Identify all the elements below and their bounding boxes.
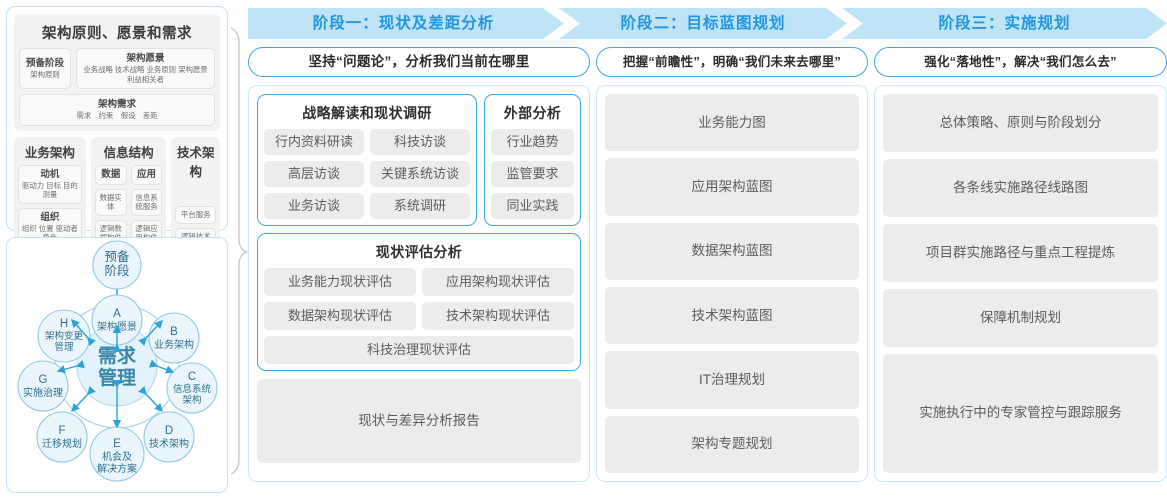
phase-1-body: 战略解读和现状调研 行内资料研读 科技访谈 高层访谈 关键系统访谈 业务访谈 系…: [248, 85, 590, 482]
external-analysis-grid: 行业趋势 监管要求 同业实践: [491, 129, 574, 219]
svg-text:B: B: [170, 326, 178, 338]
svg-text:技术架构: 技术架构: [149, 437, 189, 450]
svg-text:迁移规划: 迁移规划: [42, 437, 82, 450]
architecture-requirements-sub: 需求 约束 假设 差距: [76, 111, 158, 120]
strategy-item[interactable]: 行内资料研读: [264, 129, 364, 155]
svg-text:C: C: [188, 371, 196, 383]
strategy-item[interactable]: 关键系统访谈: [370, 161, 470, 187]
togaf-top-row: 预备阶段 架构原则 架构愿景 业务战略 技术战略 业务原则 架构愿景 利益相关者: [19, 48, 215, 90]
phase-1-subtitle: 坚持“问题论”，分析我们当前在哪里: [248, 47, 590, 77]
external-item[interactable]: 监管要求: [491, 161, 574, 187]
svg-text:D: D: [165, 425, 173, 437]
svg-text:F: F: [58, 425, 65, 437]
phase-band-label-2: 阶段二：目标蓝图规划: [620, 15, 786, 32]
external-item[interactable]: 行业趋势: [491, 129, 574, 155]
svg-text:信息系统: 信息系统: [173, 383, 212, 395]
phase-1-top-section: 战略解读和现状调研 行内资料研读 科技访谈 高层访谈 关键系统访谈 业务访谈 系…: [257, 94, 581, 226]
cycle-node-b: [148, 312, 200, 364]
svg-text:管理: 管理: [98, 366, 136, 389]
brace-connector-icon: [230, 27, 248, 475]
business-arch-item: 动机 驱动力 目标 目的 测量: [18, 164, 82, 204]
assessment-grid: 业务能力现状评估 应用架构现状评估 数据架构现状评估 技术架构现状评估 科技治理…: [264, 268, 574, 364]
svg-text:H: H: [60, 318, 68, 330]
phase-3-column: 强化“落地性”，解决“我们怎么去” 总体策略、原则与阶段划分 各条线实施路径线路…: [874, 47, 1167, 482]
togaf-title: 架构原则、愿景和需求: [42, 26, 192, 42]
svg-text:阶段: 阶段: [104, 263, 129, 278]
assessment-item[interactable]: 技术架构现状评估: [422, 302, 574, 330]
svg-text:E: E: [113, 438, 121, 450]
architecture-vision-head: 架构愿景: [126, 53, 165, 64]
togaf-framework-card: 架构原则、愿景和需求 预备阶段 架构原则 架构愿景 业务战略 技术战略 业务原则…: [6, 6, 228, 352]
strategy-item[interactable]: 系统调研: [370, 193, 470, 219]
cycle-node-f: [36, 411, 88, 463]
svg-text:管理: 管理: [54, 341, 74, 353]
architecture-vision-sub: 业务战略 技术战略 业务原则 架构愿景 利益相关者: [83, 64, 208, 84]
left-panel: 架构原则、愿景和需求 预备阶段 架构原则 架构愿景 业务战略 技术战略 业务原则…: [6, 6, 228, 493]
assessment-item-full[interactable]: 科技治理现状评估: [264, 336, 574, 364]
svg-text:解决方案: 解决方案: [97, 462, 137, 475]
phase-band-shape-icon: [248, 8, 1167, 39]
adm-cycle-diagram: 预备 阶段 需求 管理 A 架构愿景 B 业务架构 C 信息系统 架构: [17, 240, 218, 482]
phase-3-item[interactable]: 项目群实施路径与重点工程提炼: [883, 224, 1158, 283]
strategy-research-title: 战略解读和现状调研: [302, 105, 432, 121]
strategy-item[interactable]: 高层访谈: [264, 161, 364, 187]
phase-3-item[interactable]: 保障机制规划: [883, 289, 1158, 348]
svg-text:预备: 预备: [104, 250, 130, 264]
prep-phase-head: 预备阶段: [25, 57, 64, 69]
strategy-research-card: 战略解读和现状调研 行内资料研读 科技访谈 高层访谈 关键系统访谈 业务访谈 系…: [257, 94, 477, 226]
technical-architecture-title: 技术架构: [176, 145, 215, 179]
phase-band-label-3: 阶段三：实施规划: [938, 15, 1071, 32]
svg-text:架构: 架构: [182, 394, 201, 406]
information-structure-title: 信息结构: [103, 145, 154, 160]
svg-text:A: A: [113, 308, 121, 320]
phase-band: 阶段一：现状及差距分析 阶段二：目标蓝图规划 阶段三：实施规划: [248, 8, 1167, 39]
svg-text:业务架构: 业务架构: [154, 338, 194, 351]
external-analysis-title: 外部分析: [503, 105, 562, 121]
cycle-node-g: [17, 360, 69, 412]
svg-text:需求: 需求: [98, 344, 137, 367]
strategy-item[interactable]: 业务访谈: [264, 193, 364, 219]
strategy-research-grid: 行内资料研读 科技访谈 高层访谈 关键系统访谈 业务访谈 系统调研: [264, 129, 470, 219]
phase-3-item[interactable]: 各条线实施路径线路图: [883, 159, 1158, 218]
phase-2-subtitle: 把握“前瞻性”，明确“我们未来去哪里”: [596, 47, 868, 77]
external-item[interactable]: 同业实践: [491, 193, 574, 219]
phase-2-item[interactable]: 业务能力图: [605, 94, 859, 152]
assessment-item[interactable]: 应用架构现状评估: [422, 268, 574, 296]
adm-cycle-card: 预备 阶段 需求 管理 A 架构愿景 B 业务架构 C 信息系统 架构: [6, 237, 228, 493]
phase-2-item[interactable]: 应用架构蓝图: [605, 158, 859, 216]
phase-3-body: 总体策略、原则与阶段划分 各条线实施路径线路图 项目群实施路径与重点工程提炼 保…: [874, 85, 1167, 482]
svg-text:架构变更: 架构变更: [45, 330, 84, 342]
phase-1-column: 坚持“问题论”，分析我们当前在哪里 战略解读和现状调研 行内资料研读 科技访谈 …: [248, 47, 590, 482]
prep-phase-sub: 架构原则: [30, 69, 60, 79]
phase-2-item[interactable]: 技术架构蓝图: [605, 286, 859, 345]
strategy-item[interactable]: 科技访谈: [370, 129, 470, 155]
phase-3-item-tall[interactable]: 实施执行中的专家管控与跟踪服务: [883, 354, 1158, 473]
phase-band-label-1: 阶段一：现状及差距分析: [312, 15, 495, 32]
phase-2-item[interactable]: IT治理规划: [605, 351, 859, 409]
external-analysis-card: 外部分析 行业趋势 监管要求 同业实践: [484, 94, 581, 226]
phase-2-body: 业务能力图 应用架构蓝图 数据架构蓝图 技术架构蓝图 IT治理规划 架构专题规划: [596, 85, 868, 482]
assessment-item[interactable]: 业务能力现状评估: [264, 268, 416, 296]
gap-analysis-report[interactable]: 现状与差异分析报告: [257, 379, 581, 463]
assessment-item[interactable]: 数据架构现状评估: [264, 302, 416, 330]
architecture-requirements-head: 架构需求: [97, 99, 136, 111]
business-architecture-title: 业务架构: [24, 145, 75, 160]
architecture-vision-cell: 架构愿景 业务战略 技术战略 业务原则 架构愿景 利益相关者: [76, 48, 215, 90]
svg-text:实施治理: 实施治理: [23, 386, 63, 399]
phase-2-column: 把握“前瞻性”，明确“我们未来去哪里” 业务能力图 应用架构蓝图 数据架构蓝图 …: [596, 47, 868, 482]
phase-3-subtitle: 强化“落地性”，解决“我们怎么去”: [874, 47, 1167, 77]
cycle-node-d: [143, 411, 195, 463]
assessment-title: 现状评估分析: [375, 244, 463, 260]
phase-3-item[interactable]: 总体策略、原则与阶段划分: [883, 94, 1158, 153]
current-state-assessment-card: 现状评估分析 业务能力现状评估 应用架构现状评估 数据架构现状评估 技术架构现状…: [257, 233, 581, 371]
prep-phase-cell: 预备阶段 架构原则: [19, 48, 71, 90]
phase-2-item[interactable]: 架构专题规划: [605, 415, 859, 473]
cycle-node-c: [166, 362, 218, 414]
svg-text:机会及: 机会及: [102, 450, 132, 463]
architecture-requirements-cell: 架构需求 需求 约束 假设 差距: [19, 94, 215, 126]
phase-2-item[interactable]: 数据架构蓝图: [605, 222, 859, 280]
svg-text:G: G: [39, 374, 48, 386]
